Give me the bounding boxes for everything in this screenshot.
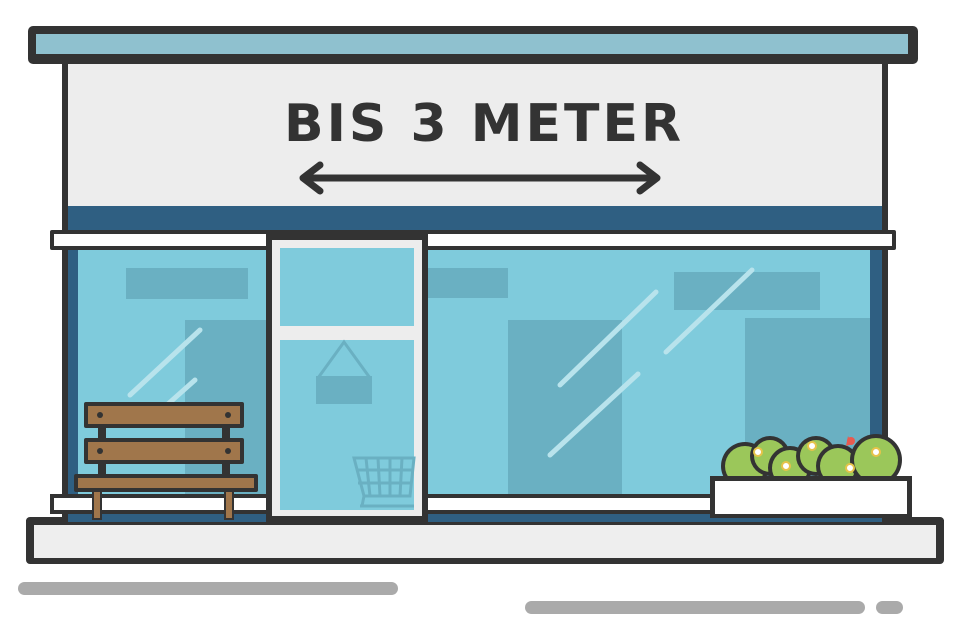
shopping-cart-icon bbox=[352, 456, 416, 508]
roof bbox=[28, 26, 918, 64]
awning-rail bbox=[50, 230, 896, 250]
ground-lines bbox=[18, 582, 903, 614]
bench bbox=[74, 402, 258, 520]
shop-sign-text: BIS 3 METER bbox=[284, 94, 684, 154]
hanging-sign-icon bbox=[316, 339, 372, 404]
planter bbox=[710, 434, 912, 518]
sidewalk bbox=[26, 517, 944, 564]
double-arrow-icon bbox=[299, 161, 661, 195]
